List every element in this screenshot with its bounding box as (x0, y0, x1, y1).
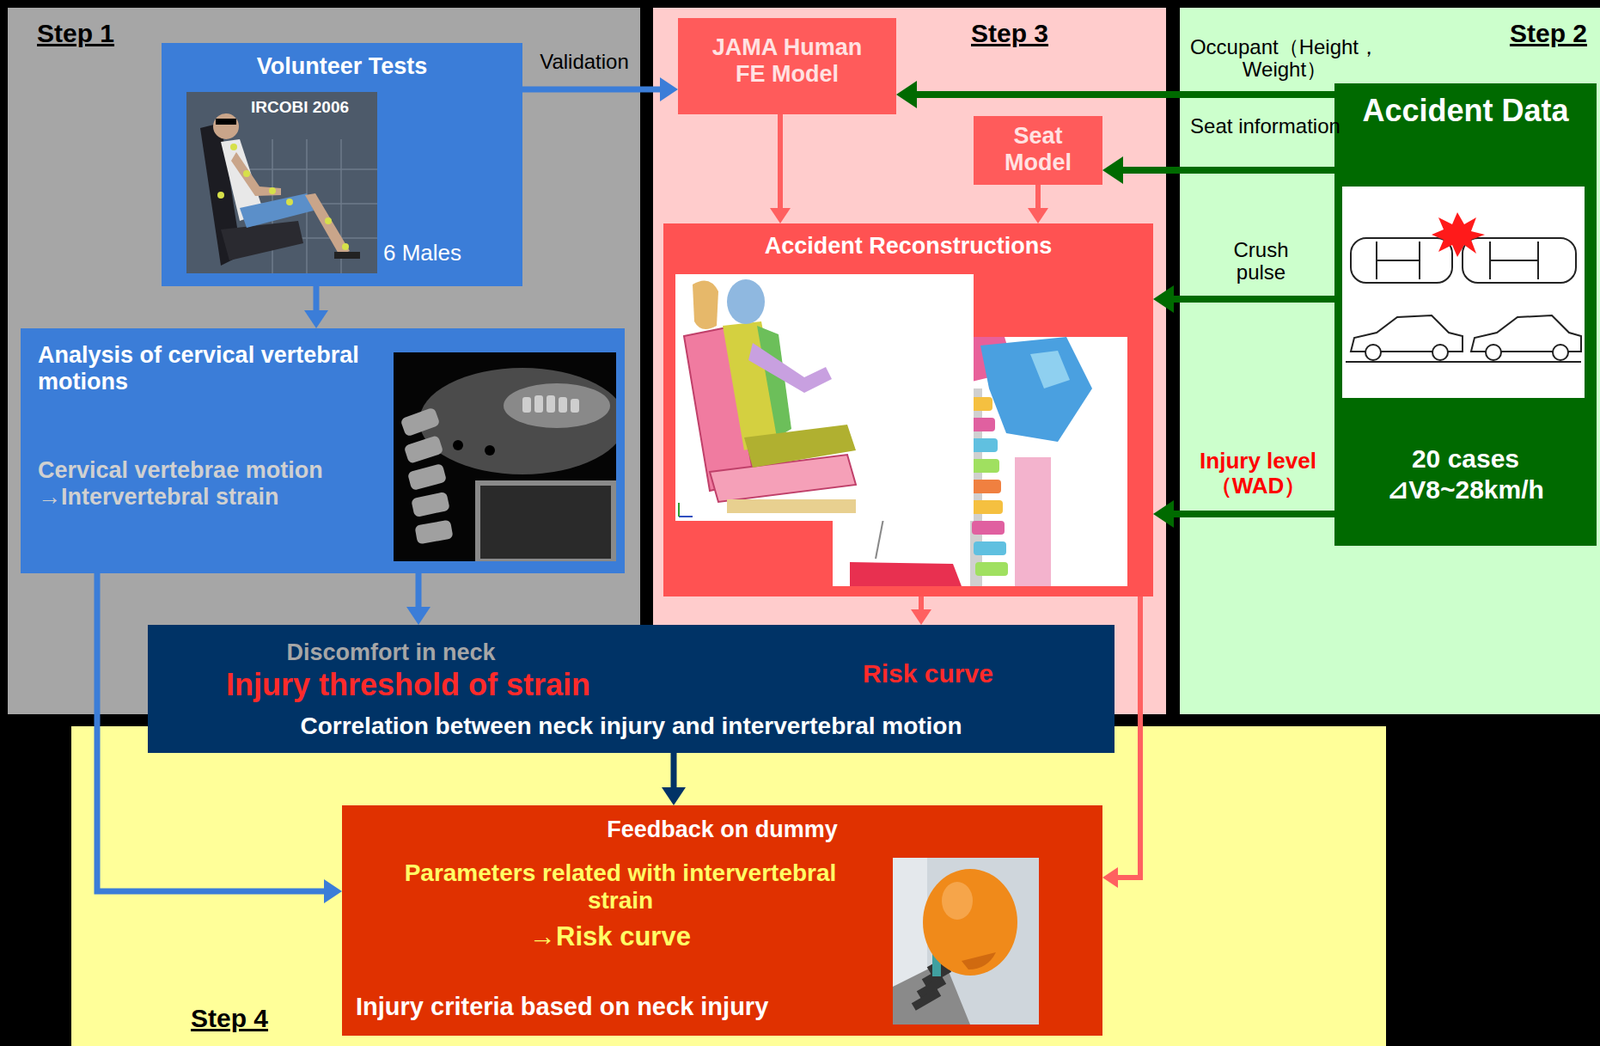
photo-caption: IRCOBI 2006 (250, 97, 380, 117)
step2-band (1179, 7, 1600, 715)
connector-arrow (769, 114, 791, 224)
box-body: Cervical vertebrae motion →Intervertebra… (37, 457, 386, 511)
fe-model-image (675, 274, 974, 521)
connector-arrow (304, 286, 329, 329)
box-body: →Risk curve (481, 921, 739, 953)
connector-arrow (406, 573, 431, 625)
arrow-head (323, 879, 342, 904)
xray-image (393, 352, 617, 562)
step1-band (7, 7, 641, 715)
box-title: Volunteer Tests (161, 53, 523, 80)
highlight-text: Risk curve (816, 659, 1040, 690)
box-title: Correlation between neck injury and inte… (147, 712, 1115, 740)
volunteer-photo (186, 91, 378, 274)
box-title: Injury criteria based on neck injury (355, 992, 891, 1021)
connector-line (1172, 295, 1335, 303)
arrow-head (769, 207, 791, 224)
step-band: Step 3 JAMA Human FE ModelSeat Model (653, 7, 1167, 715)
connector-line (313, 286, 320, 312)
box-title: Analysis of cervical vertebral motions (37, 341, 386, 396)
connector-line (1172, 510, 1335, 518)
connector-arrow (910, 596, 932, 625)
arrow-head (1153, 285, 1174, 313)
edge-label: Injury level（WAD） (1181, 448, 1335, 498)
arrow-head (910, 609, 932, 625)
connector-arrow (1102, 156, 1335, 184)
process-box: Volunteer TestsIRCOBI 2006 6 Males (161, 42, 523, 287)
output-box: Feedback on dummyParameters related with… (341, 805, 1103, 1036)
edge-label: Validation (519, 49, 649, 74)
connector-line (916, 91, 1335, 98)
connector-line (415, 573, 422, 608)
highlight-text: Injury threshold of strain (167, 666, 649, 703)
connector-line (777, 114, 783, 209)
box-note: 20 cases ⊿V8~28km/h (1343, 443, 1588, 506)
edge-label: Occupant（Height，Weight） (1181, 36, 1388, 82)
step-band: Step 4 Feedback on dummyParameters relat… (71, 726, 1387, 1046)
arrow-head (406, 606, 431, 625)
box-note: Discomfort in neck (249, 639, 533, 666)
data-box: Accident Data 20 cases ⊿V8~28km/h (1334, 83, 1597, 546)
car-collision-image (1342, 186, 1585, 398)
box-title: Seat Model (982, 122, 1094, 177)
step-heading: Step 2 (1475, 18, 1588, 49)
dummy-photo (892, 857, 1039, 1025)
connector-arrow (1153, 500, 1335, 528)
step4-band (71, 726, 1387, 1046)
process-box: JAMA Human FE Model (677, 18, 897, 115)
box-title: Accident Reconstructions (663, 232, 1154, 260)
box-body: Parameters related with intervertebral s… (396, 859, 844, 915)
box-title: Feedback on dummy (341, 816, 1103, 843)
step-heading: Step 4 (190, 1003, 303, 1034)
arrow-head (304, 310, 329, 329)
edge-label: Seat information (1190, 115, 1341, 138)
step-band: Step 2 Accident Data 20 cases ⊿V8~28km/h (1179, 7, 1600, 715)
process-box: Accident Reconstructions (663, 223, 1154, 597)
arrow-head (1153, 500, 1174, 528)
step-heading: Step 3 (970, 18, 1083, 49)
arrow-head (659, 77, 678, 102)
arrow-head (1027, 207, 1049, 224)
edge-label: Crush pulse (1215, 238, 1307, 285)
step-heading: Step 1 (36, 18, 149, 49)
connector-arrow (522, 77, 678, 102)
box-title: Accident Data (1355, 92, 1576, 129)
connector-line (1122, 166, 1335, 174)
arrow-head (1102, 156, 1124, 184)
step-band: Step 1 Volunteer TestsIRCOBI 2006 6 Males (7, 7, 641, 715)
box-title: JAMA Human FE Model (700, 34, 874, 88)
process-box: Seat Model (973, 116, 1103, 185)
result-box: Discomfort in neckInjury threshold of st… (147, 624, 1115, 753)
connector-line (1035, 184, 1041, 209)
process-box: Analysis of cervical vertebral motionsCe… (20, 328, 625, 574)
connector-line (522, 86, 661, 93)
box-note: 6 Males (383, 240, 520, 267)
connector-arrow (1153, 285, 1335, 313)
connector-arrow (896, 80, 1335, 109)
connector-line (1117, 596, 1141, 878)
connector-line (918, 596, 924, 611)
arrow-head (661, 787, 686, 806)
arrow-head (1102, 867, 1118, 888)
connector-line (671, 752, 678, 788)
connector-arrow (1027, 184, 1049, 224)
step3-band (653, 7, 1167, 715)
arrow-head (896, 80, 917, 109)
connector-arrow (661, 752, 686, 806)
